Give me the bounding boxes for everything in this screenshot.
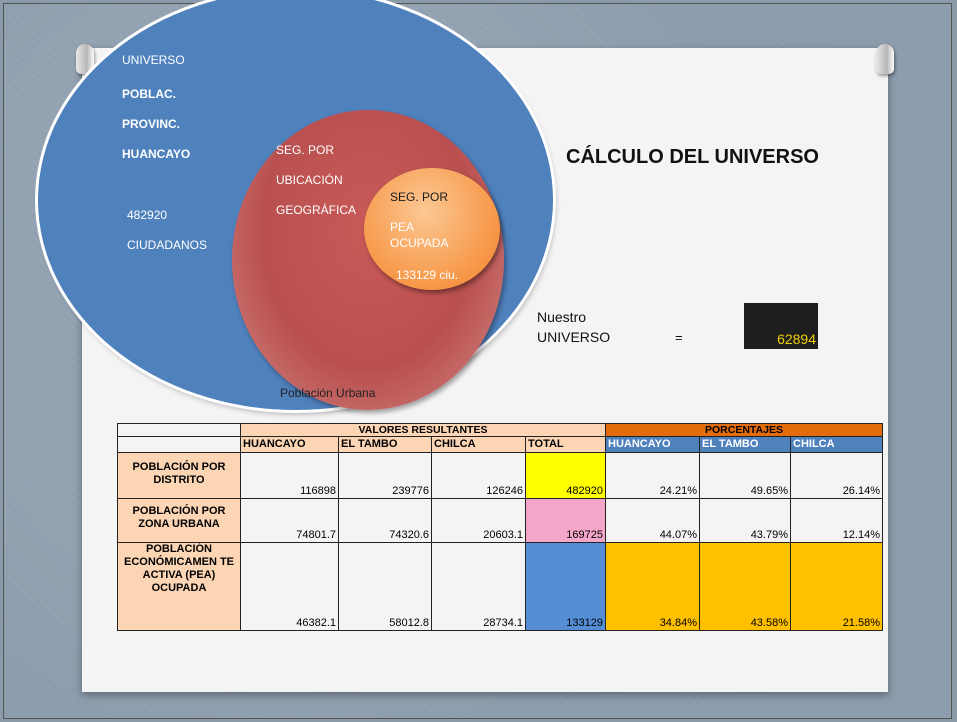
universe-value: 62894 — [744, 303, 818, 349]
venn-inner-line-3: OCUPADA — [390, 236, 449, 250]
table-row: POBLACIÓN POR DISTRITO 116898 239776 126… — [117, 452, 883, 499]
cell-total: 133129 — [525, 542, 606, 631]
col-header-pct-chilca: CHILCA — [790, 436, 883, 453]
equals-sign: = — [675, 330, 683, 345]
table-empty-header-cell — [117, 436, 241, 453]
cell-percent: 34.84% — [605, 542, 700, 631]
cell-percent: 43.79% — [699, 498, 791, 543]
venn-middle-line-3: GEOGRÁFICA — [276, 203, 357, 217]
cell-value: 239776 — [338, 452, 432, 499]
pushpin-left-icon — [76, 44, 94, 74]
header-valores-resultantes: VALORES RESULTANTES — [240, 423, 606, 437]
venn-outer-count: 482920 — [127, 208, 168, 222]
cell-percent: 21.58% — [790, 542, 883, 631]
cell-value: 126246 — [431, 452, 526, 499]
col-header-huancayo: HUANCAYO — [240, 436, 339, 453]
venn-outer-line-4: HUANCAYO — [122, 147, 191, 161]
cell-total: 169725 — [525, 498, 606, 543]
universe-label-line-2: UNIVERSO — [537, 329, 611, 345]
col-header-chilca: CHILCA — [431, 436, 526, 453]
universe-label: Nuestro UNIVERSO — [537, 307, 610, 347]
cell-value: 116898 — [240, 452, 339, 499]
cell-percent: 43.58% — [699, 542, 791, 631]
row-label: POBLACIÓN POR ZONA URBANA — [117, 498, 241, 543]
cell-percent: 12.14% — [790, 498, 883, 543]
cell-value: 74320.6 — [338, 498, 432, 543]
venn-inner-line-4: 133129 ciu. — [396, 268, 459, 282]
venn-outer-line-2: POBLAC. — [122, 87, 176, 101]
table-row: POBLACIÓN ECONÓMICAMEN TE ACTIVA (PEA) O… — [117, 542, 883, 631]
venn-inner-circle — [364, 168, 500, 290]
cell-value: 58012.8 — [338, 542, 432, 631]
venn-outer-unit: CIUDADANOS — [127, 238, 208, 252]
row-label: POBLACIÓN ECONÓMICAMEN TE ACTIVA (PEA) O… — [117, 542, 241, 631]
venn-middle-line-1: SEG. POR — [276, 143, 335, 157]
col-header-pct-el-tambo: EL TAMBO — [699, 436, 791, 453]
table-column-header-row: HUANCAYO EL TAMBO CHILCA TOTAL HUANCAYO … — [117, 436, 883, 453]
cell-total: 482920 — [525, 452, 606, 499]
cell-percent: 49.65% — [699, 452, 791, 499]
col-header-el-tambo: EL TAMBO — [338, 436, 432, 453]
col-header-total: TOTAL — [525, 436, 606, 453]
cell-percent: 26.14% — [790, 452, 883, 499]
universe-label-line-1: Nuestro — [537, 309, 587, 325]
table-row: POBLACIÓN POR ZONA URBANA 74801.7 74320.… — [117, 498, 883, 543]
cell-value: 74801.7 — [240, 498, 339, 543]
venn-outer-line-3: PROVINC. — [122, 117, 181, 131]
row-label: POBLACIÓN POR DISTRITO — [117, 452, 241, 499]
cell-value: 46382.1 — [240, 542, 339, 631]
cell-value: 28734.1 — [431, 542, 526, 631]
page-title: CÁLCULO DEL UNIVERSO — [566, 146, 819, 168]
venn-middle-bottom-label: Población Urbana — [280, 386, 376, 400]
table-corner-cell — [117, 423, 241, 437]
cell-percent: 44.07% — [605, 498, 700, 543]
pushpin-right-icon — [876, 44, 894, 74]
col-header-pct-huancayo: HUANCAYO — [605, 436, 700, 453]
cell-value: 20603.1 — [431, 498, 526, 543]
header-porcentajes: PORCENTAJES — [605, 423, 883, 437]
venn-inner-line-2: PEA — [390, 220, 415, 234]
venn-outer-line-1: UNIVERSO — [122, 53, 185, 67]
cell-percent: 24.21% — [605, 452, 700, 499]
venn-middle-line-2: UBICACIÓN — [276, 173, 343, 187]
venn-inner-line-1: SEG. POR — [390, 190, 449, 204]
table-group-header-row: VALORES RESULTANTES PORCENTAJES — [117, 423, 883, 437]
data-table: VALORES RESULTANTES PORCENTAJES HUANCAYO… — [117, 423, 883, 631]
